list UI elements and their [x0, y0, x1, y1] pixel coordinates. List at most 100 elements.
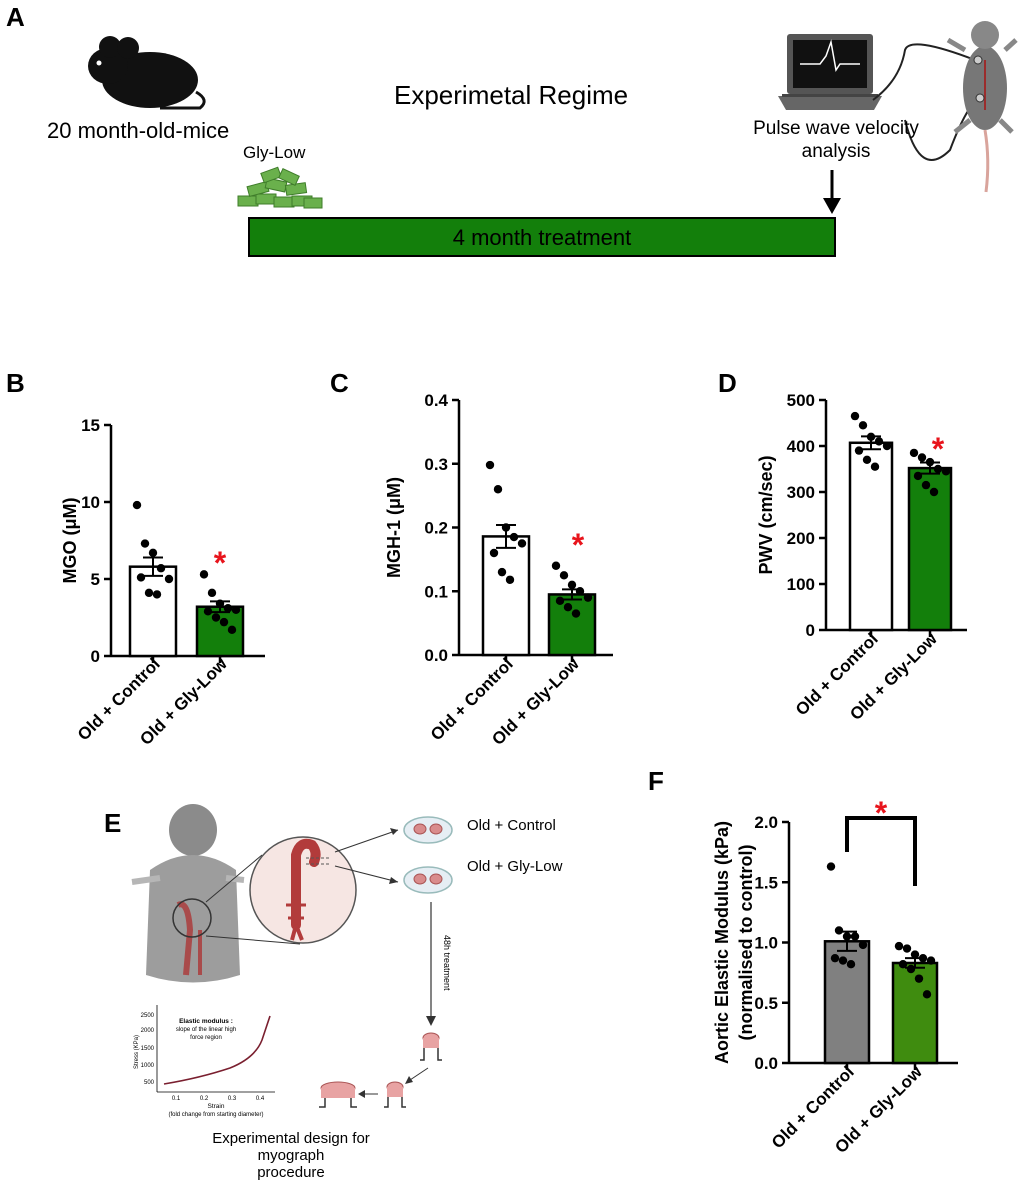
data-point [913, 471, 923, 481]
panel-f-letter: F [648, 766, 664, 796]
data-point [211, 613, 221, 622]
significance-star: * [932, 431, 945, 467]
graph-title: Elastic modulus : [179, 1018, 233, 1025]
data-point [575, 587, 585, 596]
pwv-label-line1: Pulse wave velocity [753, 118, 919, 139]
data-point [140, 539, 150, 548]
data-point [571, 609, 581, 618]
significance-star: * [875, 795, 888, 831]
data-point [850, 411, 860, 421]
data-point [929, 487, 939, 497]
48h-label: 48h treatment [442, 935, 452, 991]
mice-label: 20 month-old-mice [47, 118, 229, 143]
data-point [910, 950, 920, 959]
caption-line2: myograph [258, 1147, 325, 1164]
y-axis-label: PWV (cm/sec) [756, 455, 776, 574]
arrowhead-myo-2 [405, 1076, 413, 1084]
data-point [489, 548, 499, 558]
data-point [834, 926, 844, 935]
myograph-wire-icon-2 [384, 1081, 406, 1108]
panel-c-letter: C [330, 368, 349, 398]
data-point [830, 953, 840, 963]
arrowhead-dish-2 [389, 877, 398, 884]
data-point [485, 460, 495, 470]
y-tick-label: 0.0 [754, 1054, 778, 1073]
bar [195, 605, 245, 658]
y-tick-label: 0.4 [424, 391, 448, 410]
y-axis-label-2: (normalised to control) [736, 844, 756, 1040]
zoom-line-1 [205, 854, 263, 903]
graph-ylabel: Stress (KPa) [134, 1035, 140, 1069]
petri-dish-glylow-icon [403, 866, 453, 894]
data-point [227, 625, 237, 635]
arrow-myo-2 [409, 1067, 429, 1081]
myograph-wire-icon-3 [319, 1081, 357, 1108]
y-tick-label: 0.5 [754, 994, 778, 1013]
graph-ytick-2: 1500 [141, 1046, 155, 1052]
y-tick-label: 2.0 [754, 813, 778, 832]
arrowhead-myo-3 [358, 1090, 365, 1098]
data-point [866, 432, 876, 441]
treatment-label: 4 month treatment [453, 225, 632, 250]
bar [481, 535, 531, 657]
data-point [501, 523, 511, 532]
graph-xtick-0: 0.1 [172, 1096, 181, 1102]
y-tick-label: 10 [81, 493, 100, 512]
data-point [563, 602, 573, 612]
gly-label: Gly-Low [243, 143, 306, 162]
data-point [902, 944, 912, 953]
data-point [925, 457, 935, 467]
panel-e: E Old + [104, 804, 563, 1181]
stress-strain-curve [163, 1015, 271, 1085]
graph-ytick-0: 2500 [141, 1013, 155, 1019]
graph-ytick-1: 2000 [141, 1028, 155, 1034]
down-arrow-icon [823, 170, 841, 214]
y-axis-label: Aortic Elastic Modulus (kPa) [712, 821, 732, 1064]
y-tick-label: 15 [81, 416, 100, 435]
data-point [933, 464, 943, 474]
data-point [148, 548, 158, 558]
data-point [838, 956, 848, 965]
panel-b-letter: B [6, 368, 25, 398]
data-point [215, 599, 225, 608]
significance-star: * [572, 527, 585, 563]
y-tick-label: 0.1 [424, 582, 448, 601]
y-tick-label: 100 [787, 575, 815, 594]
data-point [922, 990, 932, 999]
y-tick-label: 500 [787, 391, 815, 410]
data-point [842, 932, 852, 941]
data-point [898, 959, 908, 969]
arrow-to-dish-2 [334, 865, 399, 883]
data-point [203, 607, 213, 616]
data-point [509, 532, 519, 542]
myograph-wire-icon-1 [420, 1032, 442, 1061]
data-point [583, 593, 593, 602]
data-point [555, 596, 565, 606]
graph-ytick-4: 500 [144, 1080, 155, 1086]
data-point [199, 570, 209, 579]
data-point [870, 462, 880, 471]
data-point [854, 446, 864, 455]
data-point [551, 561, 561, 570]
y-tick-label: 5 [91, 570, 100, 589]
data-point [826, 862, 836, 871]
stress-strain-graph: 2500 2000 1500 1000 500 0.1 0.2 0.3 0.4 … [134, 1005, 275, 1118]
y-axis-label: MGO (μM) [60, 498, 80, 584]
data-point [223, 604, 233, 613]
y-tick-label: 200 [787, 529, 815, 548]
significance-bracket [845, 816, 917, 886]
data-point [144, 588, 154, 598]
data-point [874, 437, 884, 446]
y-tick-label: 300 [787, 483, 815, 502]
graph-sub2: force region [190, 1035, 222, 1041]
dissected-mouse-icon [131, 804, 245, 983]
data-point [918, 953, 928, 963]
data-point [846, 959, 856, 969]
data-point [917, 453, 927, 462]
data-point [493, 485, 503, 494]
